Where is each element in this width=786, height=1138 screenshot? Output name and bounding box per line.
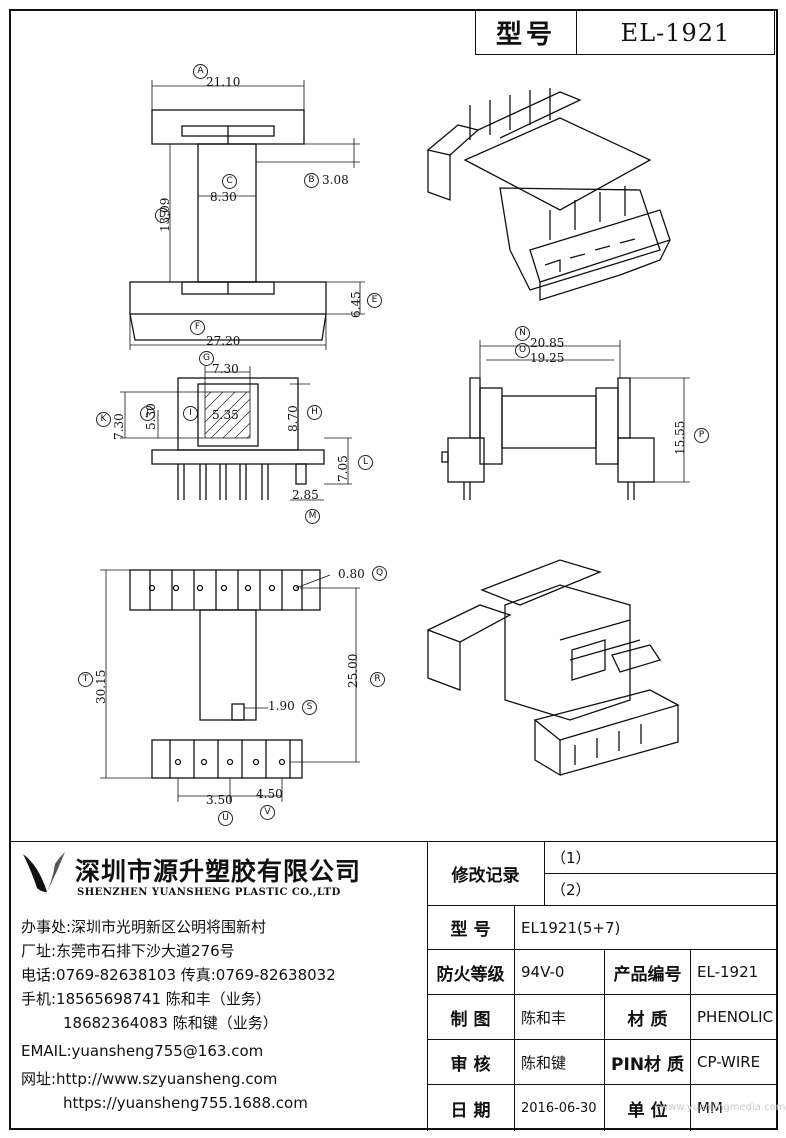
fire-rating-value: 94V-0 — [515, 950, 605, 995]
dim-O-value: 19.25 — [530, 351, 565, 365]
side-section-view — [120, 366, 352, 501]
dim-T-value: 30.15 — [94, 669, 108, 704]
dim-S-value: 1.90 — [268, 699, 295, 713]
dim-Q-marker: Q — [372, 566, 387, 581]
phone-fax: 电话:0769-82638103 传真:0769-82638032 — [21, 966, 336, 984]
product-code-value: EL-1921 — [691, 950, 778, 995]
mobile-2: 18682364083 陈和键（业务） — [63, 1014, 278, 1032]
company-logo-icon — [23, 852, 65, 892]
checked-by-label: 审 核 — [427, 1040, 515, 1085]
dim-P-value: 15.55 — [673, 420, 687, 455]
pin-material-label: PIN材 质 — [605, 1040, 691, 1085]
unit-value: MM — [697, 1099, 723, 1117]
dim-I-marker: I — [183, 406, 198, 421]
dim-G-value: 7.30 — [212, 362, 239, 376]
title-block-bottom: 深圳市源升塑胶有限公司 SHENZHEN YUANSHENG PLASTIC C… — [9, 841, 778, 1131]
dim-K-value: 7.30 — [112, 413, 126, 440]
model-label: 型 号 — [427, 906, 515, 950]
revision-2: （2） — [545, 874, 778, 906]
dim-I-value: 5.35 — [212, 408, 239, 422]
dim-T-marker: T — [78, 672, 93, 687]
dim-U-marker: U — [218, 811, 233, 826]
dim-R-marker: R — [370, 672, 385, 687]
company-name-cn: 深圳市源升塑胶有限公司 — [75, 857, 362, 886]
dim-U-value: 3.50 — [206, 793, 233, 807]
drawn-by-value: 陈和丰 — [515, 995, 605, 1040]
website-1[interactable]: 网址:http://www.szyuansheng.com — [21, 1070, 278, 1088]
dim-A-marker: A — [193, 64, 208, 79]
dim-M-value: 2.85 — [292, 488, 319, 502]
bottom-plan-view — [100, 569, 360, 802]
dim-N-value: 20.85 — [530, 336, 565, 350]
dim-K-marker: K — [96, 412, 111, 427]
model-number: EL-1921 — [620, 18, 731, 47]
fire-rating-label: 防火等级 — [427, 950, 515, 995]
title-block: 型号 EL-1921 — [475, 11, 775, 55]
dim-C-marker: C — [222, 174, 237, 189]
dim-S-marker: S — [302, 700, 317, 715]
dim-H-value: 8.70 — [286, 405, 300, 432]
revision-label: 修改记录 — [427, 842, 545, 906]
office-address: 办事处:深圳市光明新区公明将围新村 — [21, 918, 267, 936]
checked-by-value: 陈和键 — [515, 1040, 605, 1085]
pin-material-value: CP-WIRE — [691, 1040, 778, 1085]
model-value: EL1921(5+7) — [515, 906, 778, 950]
website-2[interactable]: https://yuansheng755.1688.com — [63, 1094, 308, 1112]
dim-H-marker: H — [307, 405, 322, 420]
dim-P-marker: P — [694, 428, 709, 443]
factory-address: 厂址:东莞市石排下沙大道276号 — [21, 942, 235, 960]
dim-J-marker: J — [140, 406, 155, 421]
watermark: www.yuanjingmedia.com — [660, 1102, 786, 1113]
dim-E-marker: E — [367, 293, 382, 308]
dim-E-value: 6.45 — [349, 291, 363, 318]
technical-drawing — [100, 80, 690, 802]
dim-C-value: 8.30 — [210, 190, 237, 204]
dim-N-marker: N — [515, 326, 530, 341]
isometric-view-top — [426, 88, 671, 301]
dim-A-value: 21.10 — [206, 75, 241, 89]
dim-F-value: 27.20 — [206, 334, 241, 348]
mobile-1: 手机:18565698741 陈和丰（业务） — [21, 990, 271, 1008]
dim-R-value: 25.00 — [346, 653, 360, 688]
dim-V-marker: V — [260, 805, 275, 820]
spec-table: 修改记录 （1） （2） 型 号 EL1921(5+7) 防火等级 94V-0 … — [427, 842, 778, 1131]
dim-V-value: 4.50 — [256, 787, 283, 801]
side-elevation-view — [441, 340, 690, 500]
product-code-label: 产品编号 — [605, 950, 691, 995]
dim-Q-value: 0.80 — [338, 567, 365, 581]
drawing-sheet — [9, 9, 778, 1130]
email[interactable]: EMAIL:yuansheng755@163.com — [21, 1042, 264, 1060]
dim-G-marker: G — [199, 351, 214, 366]
company-name-en: SHENZHEN YUANSHENG PLASTIC CO.,LTD — [77, 887, 341, 898]
company-info: 深圳市源升塑胶有限公司 SHENZHEN YUANSHENG PLASTIC C… — [9, 842, 428, 1131]
drawn-by-label: 制 图 — [427, 995, 515, 1040]
dim-B-marker: B — [304, 173, 319, 188]
unit-label: 单 位 — [605, 1085, 691, 1131]
revision-1: （1） — [545, 842, 778, 874]
title-label: 型号 — [476, 11, 577, 54]
date-label: 日 期 — [427, 1085, 515, 1131]
front-view — [129, 80, 365, 350]
dim-B-value: 3.08 — [322, 173, 349, 187]
date-value: 2016-06-30 — [515, 1085, 605, 1131]
dim-D-marker: D — [155, 208, 170, 223]
material-label: 材 质 — [605, 995, 691, 1040]
dim-M-marker: M — [305, 509, 320, 524]
dim-F-marker: F — [190, 320, 205, 335]
isometric-view-bottom — [426, 559, 680, 777]
material-value: PHENOLIC — [691, 995, 778, 1040]
dim-L-value: 7.05 — [336, 455, 350, 482]
dim-O-marker: O — [515, 343, 530, 358]
dim-L-marker: L — [358, 455, 373, 470]
